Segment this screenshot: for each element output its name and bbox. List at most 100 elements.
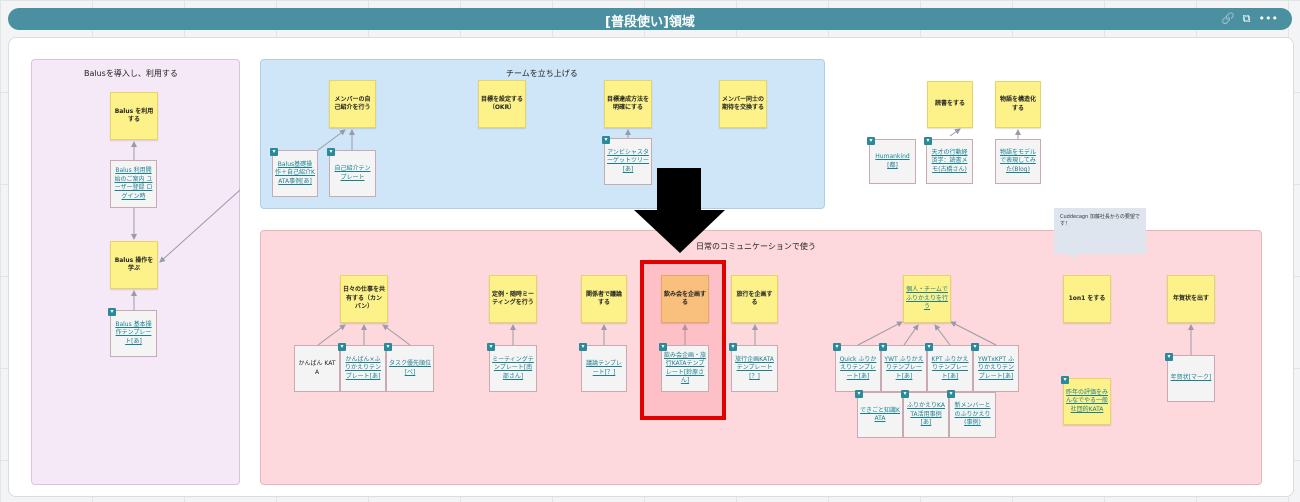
embed-icon: ▾ (879, 343, 887, 351)
embed-icon: ▾ (1165, 353, 1173, 361)
sticky-note-goal-method[interactable]: 目標達成方法を明確にする (604, 80, 652, 128)
link-text[interactable]: KPT ふりかえりテンプレート[あ] (931, 355, 969, 380)
link-text[interactable]: YWTxKPT ふりかえりテンプレート[あ] (977, 355, 1014, 380)
link-text[interactable]: Balus 利用開始のご案内 ユーザー登録 ログイン時 (114, 167, 153, 200)
template-card-dekigoto-kata[interactable]: できごと知識KATA▾ (855, 390, 903, 438)
template-card-travel-tpl[interactable]: 旅行企画KATAテンプレート[？] ▾ (729, 343, 778, 392)
link-text[interactable]: 飲み会企画・旅行KATAテンプレート[鈴原さん] (664, 351, 707, 385)
link-text[interactable]: 新メンバーとのふりかえり(事例) (954, 402, 991, 427)
template-card-story-blog[interactable]: 物語をモデルで表現してみた(Blog) (995, 139, 1041, 184)
embed-icon: ▾ (729, 343, 737, 351)
link-text[interactable]: YWT ふりかえりテンプレート[あ] (884, 355, 924, 380)
connector-arrow[interactable] (950, 321, 997, 346)
sticky-note-drinking[interactable]: 飲み会を企画する (661, 275, 709, 323)
template-card-ywt-retro[interactable]: YWT ふりかえりテンプレート[あ] ▾ (879, 343, 927, 392)
note-text: メンバー同士の期待を交換する (722, 95, 765, 112)
link-text[interactable]: 物語をモデルで表現してみた(Blog) (999, 148, 1036, 173)
sticky-note-kanban[interactable]: 日々の仕事を共有する（カンバン） (340, 275, 388, 323)
connector-arrow[interactable] (382, 324, 411, 346)
template-card-eval-kata[interactable]: 昨年の評価をみんなでやる一般社団的KATA▾ (1061, 376, 1111, 425)
sticky-note-retro[interactable]: 個人・チームでふりかえりを行う (903, 275, 951, 323)
link-text[interactable]: 自己紹介テンプレート (334, 165, 371, 181)
template-card-retro-case[interactable]: ふりかえりKATA活用事例[あ]▾ (901, 390, 949, 438)
link-text[interactable]: かんばん×ふりかえりテンプレート[あ] (344, 355, 381, 380)
link-text[interactable]: アンビシャスターゲットツリー[あ] (607, 148, 650, 173)
link-text[interactable]: 旅行企画KATAテンプレート[？] (735, 355, 774, 380)
link-text[interactable]: ふりかえりKATA活用事例[あ] (907, 402, 945, 427)
note-text: 関係者で議論する (585, 290, 622, 307)
sticky-note-discussion[interactable]: 関係者で議論する (581, 275, 627, 323)
sticky-note-new-year[interactable]: 年賀状を出す (1167, 275, 1215, 323)
template-card-ambitious-tree[interactable]: アンビシャスターゲットツリー[あ] ▾ (602, 136, 652, 185)
note-text: 日々の仕事を共有する（カンバン） (343, 286, 386, 311)
connector-arrow[interactable] (857, 321, 903, 346)
embed-icon: ▾ (971, 343, 979, 351)
frame-team-title: チームを立ち上げる (506, 69, 578, 78)
sticky-note-reading[interactable]: 読書をする (927, 81, 973, 128)
embed-icon: ▾ (327, 148, 335, 156)
template-card-drinking-tpl[interactable]: 飲み会企画・旅行KATAテンプレート[鈴原さん]▾ (659, 343, 709, 392)
embed-icon: ▾ (659, 343, 667, 351)
link-text[interactable]: Quick ふりかえりテンプレート[あ] (839, 355, 877, 380)
note-text: Balus を利用する (114, 107, 154, 124)
template-card-balus-intro[interactable]: Balus 利用開始のご案内 ユーザー登録 ログイン時 (110, 160, 157, 208)
sticky-note-travel[interactable]: 旅行を企画する (731, 275, 778, 323)
sticky-note-learn-balus[interactable]: Balus 操作を学ぶ (110, 241, 158, 289)
template-card-kanban-kata[interactable]: かんばん KATA (294, 345, 340, 392)
template-card-kpt-retro[interactable]: KPT ふりかえりテンプレート[あ]▾ (925, 343, 973, 392)
connector-arrow[interactable] (159, 189, 241, 263)
note-text: 読書をする (934, 100, 965, 108)
link-icon[interactable]: 🔗 (1220, 12, 1235, 25)
connector-arrow[interactable] (317, 129, 346, 151)
embed-icon: ▾ (833, 343, 841, 351)
template-card-genius-memo[interactable]: 天才の行動経済学：読書メモ(古橋さん)▾ (924, 137, 973, 184)
frame-balus-title: Balusを導入し、利用する (84, 69, 178, 78)
template-card-newmember-retro[interactable]: 新メンバーとのふりかえり(事例)▾ (947, 390, 996, 438)
link-text[interactable]: Humankind [都] (875, 153, 910, 169)
sticky-note-expectation[interactable]: メンバー同士の期待を交換する (719, 80, 767, 128)
template-card-discussion-tpl[interactable]: 議論テンプレート[？] ▾ (579, 343, 627, 392)
note-text: メンバーの自己紹介を行う (334, 95, 371, 112)
link-text[interactable]: タスク優先順位[べ] (389, 360, 432, 376)
copy-icon[interactable]: ⧉ (1242, 12, 1251, 25)
template-card-balus-basic[interactable]: Balus 基本操作テンプレート[あ]▾ (108, 308, 157, 357)
embed-icon: ▾ (338, 343, 346, 351)
template-card-humankind[interactable]: Humankind [都]▾ (867, 137, 916, 184)
link-text[interactable]: 個人・チームでふりかえりを行う (906, 286, 949, 311)
link-text[interactable]: 年賀状[マーク] (1170, 374, 1212, 382)
template-card-task-priority[interactable]: タスク優先順位[べ]▾ (384, 343, 434, 392)
template-card-selfintro-tpl[interactable]: 自己紹介テンプレート ▾ (327, 148, 376, 197)
link-text[interactable]: Balus 基本操作テンプレート[あ] (115, 320, 152, 345)
more-icon[interactable]: ••• (1258, 12, 1278, 25)
sticky-note-okr[interactable]: 目標を設定する（OKR） (478, 80, 526, 128)
template-card-new-year-card[interactable]: 年賀状[マーク] ▾ (1165, 353, 1215, 402)
sticky-note-use-balus[interactable]: Balus を利用する (110, 92, 158, 140)
sticky-note-self-intro[interactable]: メンバーの自己紹介を行う (329, 80, 376, 128)
connector-arrow[interactable] (934, 324, 951, 346)
sticky-note-one-on-one[interactable]: 1on1 をする (1063, 275, 1111, 323)
comment-bubble[interactable]: Cuddecagn 加藤社長からの要望です！ (1054, 208, 1146, 259)
template-card-ywtkpt-retro[interactable]: YWTxKPT ふりかえりテンプレート[あ] ▾ (971, 343, 1019, 392)
template-card-balus-selfintro-case[interactable]: Balus基礎操作＋自己紹介KATA事例[あ]▾ (270, 148, 318, 197)
link-text[interactable]: 天才の行動経済学：読書メモ(古橋さん) (931, 148, 968, 173)
template-card-meeting-tpl[interactable]: ミーティングテンプレート[南部さん]▾ (487, 343, 537, 392)
connector-arrow[interactable] (903, 324, 919, 346)
note-text: 飲み会を企画する (664, 290, 707, 307)
note-text: かんばん KATA (298, 360, 336, 376)
link-text[interactable]: Balus基礎操作＋自己紹介KATA事例[あ] (275, 160, 315, 185)
link-text[interactable]: できごと知識KATA (860, 406, 900, 423)
embed-icon: ▾ (602, 136, 610, 144)
frame-title: [普段使い]領域 (605, 15, 695, 30)
sticky-note-meeting[interactable]: 定例・随時ミーティングを行う (489, 275, 537, 323)
frame-title-bar[interactable]: [普段使い]領域 🔗 ⧉ ••• (8, 8, 1292, 30)
connector-arrow[interactable] (317, 324, 346, 346)
template-card-kanban-retro[interactable]: かんばん×ふりかえりテンプレート[あ] ▾ (338, 343, 386, 392)
connector-arrow[interactable] (949, 128, 961, 137)
sticky-note-story[interactable]: 物語を構造化する (995, 81, 1041, 128)
link-text[interactable]: ミーティングテンプレート[南部さん] (492, 355, 534, 380)
embed-icon: ▾ (579, 343, 587, 351)
link-text[interactable]: 昨年の評価をみんなでやる一般社団的KATA (1066, 388, 1109, 413)
link-text[interactable]: 議論テンプレート[？] (586, 360, 622, 376)
